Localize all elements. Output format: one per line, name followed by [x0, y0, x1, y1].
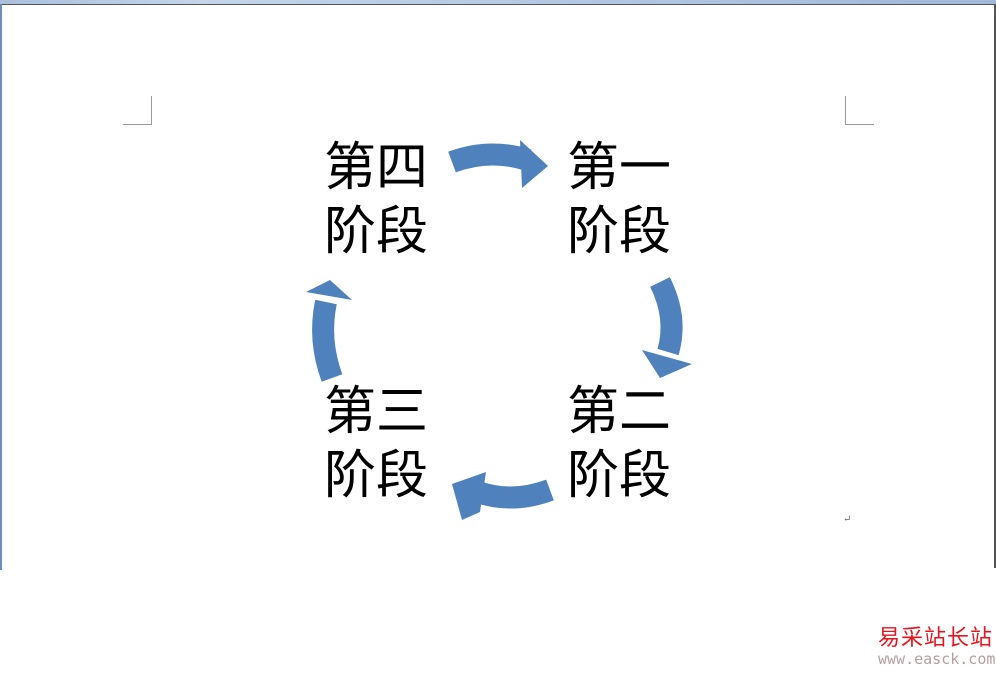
arrowhead-bottom [452, 472, 486, 520]
vertical-scrollbar-edge[interactable] [994, 4, 996, 568]
arrow-bottom [474, 479, 554, 509]
stage-1-line1: 第一 [567, 138, 672, 198]
stage-3-line1: 第三 [324, 382, 429, 442]
stage-2-line2: 阶段 [567, 446, 672, 506]
page-frame [2, 4, 994, 5]
arrow-right [650, 277, 683, 356]
stage-3: 第三 阶段 [324, 380, 444, 508]
stage-3-line2: 阶段 [324, 446, 429, 506]
arrow-top [448, 143, 532, 173]
margin-mark-top-left [123, 96, 152, 125]
stage-1: 第一 阶段 [567, 136, 687, 264]
arrowhead-top [520, 140, 548, 188]
window-top-border [0, 0, 996, 4]
arrowhead-right [642, 350, 692, 378]
arrowhead-left [306, 280, 352, 300]
watermark-name: 易采站长站 [878, 626, 994, 651]
stage-2-line1: 第二 [567, 382, 672, 442]
margin-mark-top-right [845, 96, 874, 125]
paragraph-mark: ↵ [843, 514, 852, 525]
arrow-left [312, 299, 343, 382]
stage-4-line1: 第四 [324, 138, 429, 198]
left-border [0, 4, 2, 570]
stage-1-line2: 阶段 [567, 202, 672, 262]
watermark-url: www.easck.com [878, 650, 996, 668]
stage-4: 第四 阶段 [324, 136, 444, 264]
stage-2: 第二 阶段 [567, 380, 687, 508]
stage-4-line2: 阶段 [324, 202, 429, 262]
